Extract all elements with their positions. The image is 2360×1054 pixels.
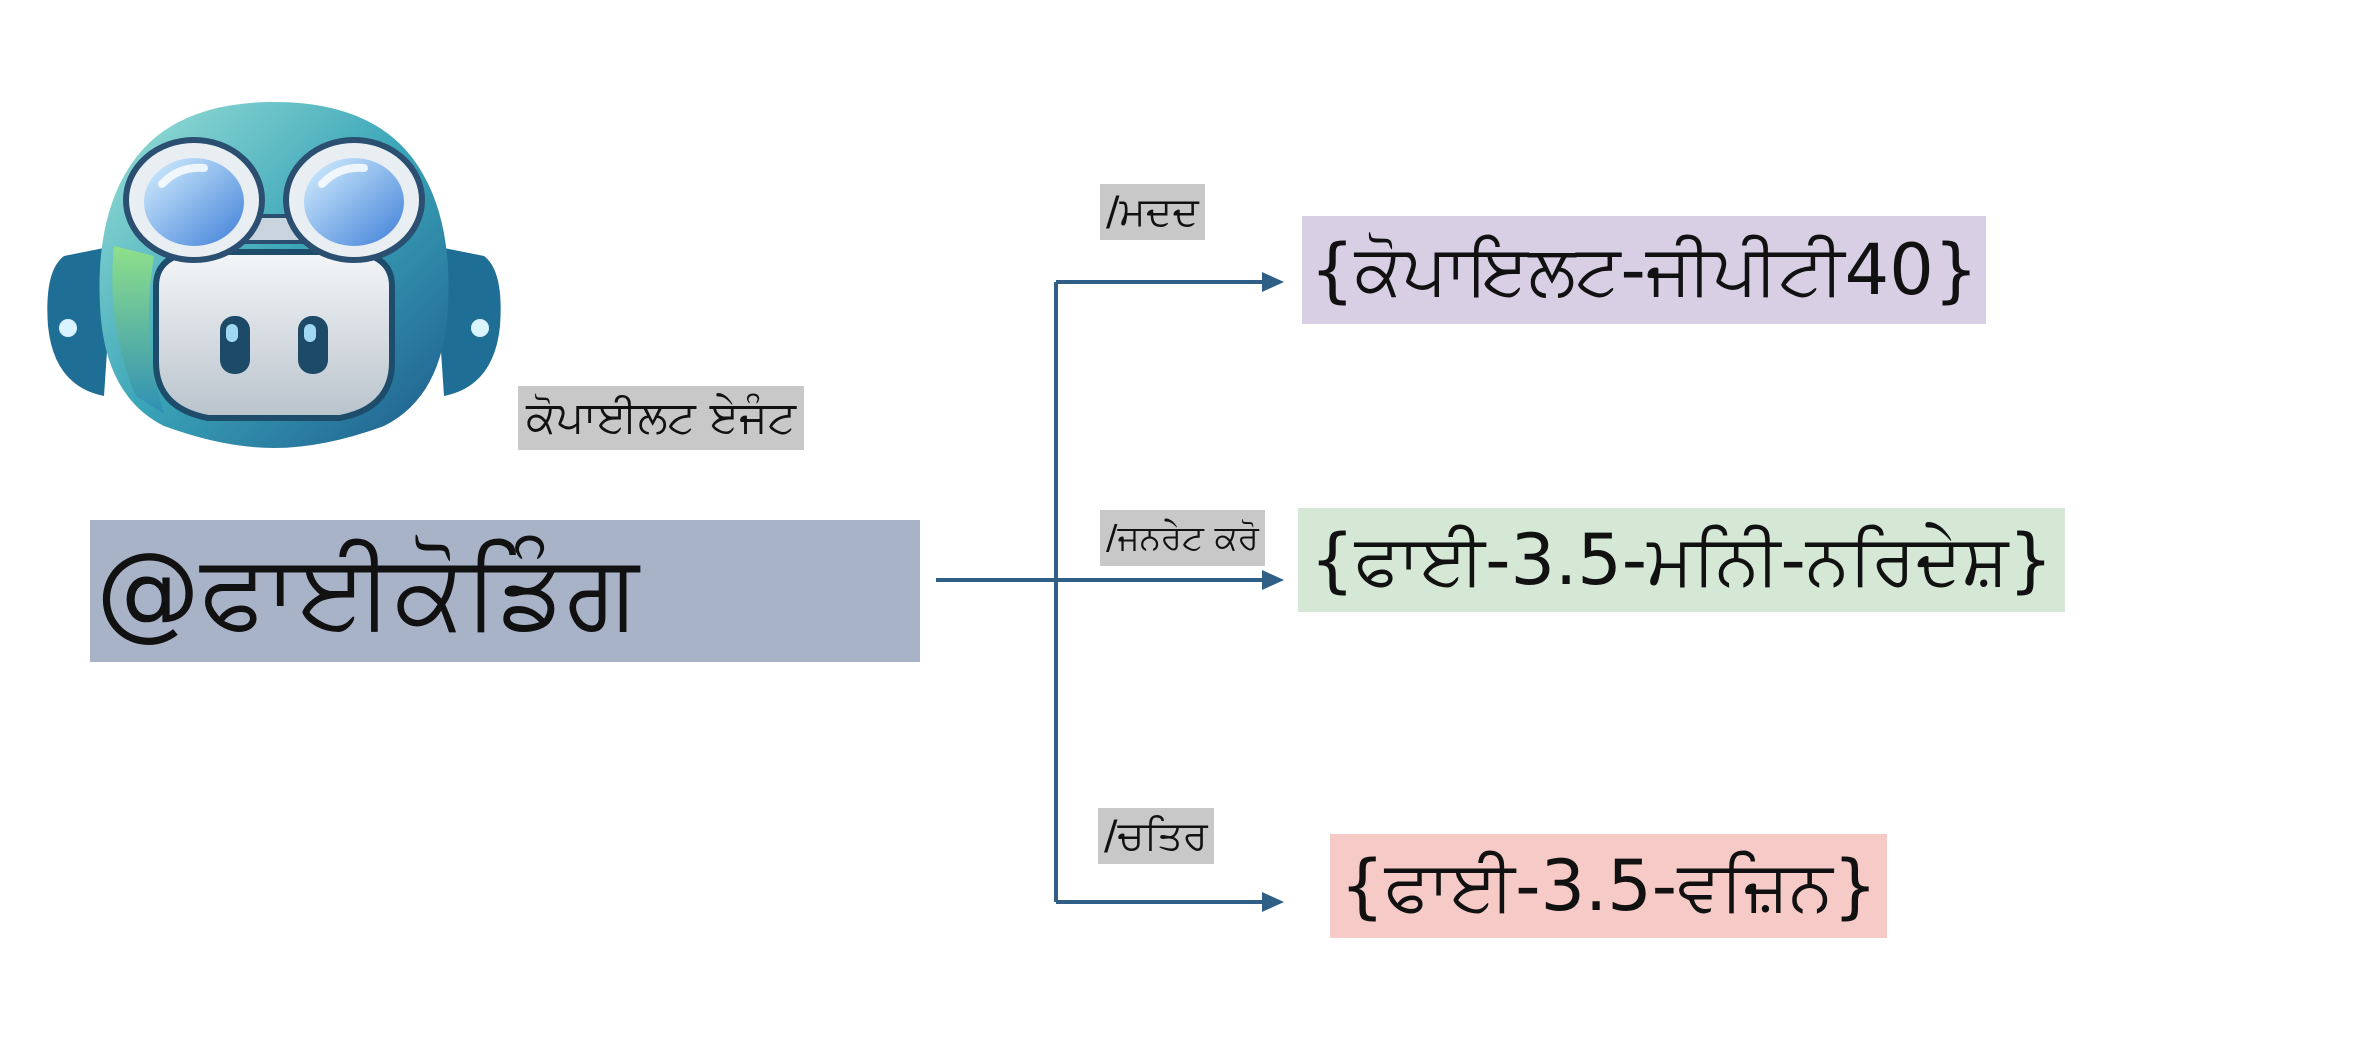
agent-handle: @ਫਾਈਕੋਡਿੰਗ bbox=[90, 520, 920, 662]
arrow-right-icon bbox=[1262, 570, 1284, 590]
arrow-right-icon bbox=[1262, 272, 1284, 292]
model-phi-vision: {ਫਾਈ-3.5-ਵਜ਼ਿਨ} bbox=[1330, 834, 1888, 938]
command-image: /ਚਤਿਰ bbox=[1098, 808, 1214, 864]
arrow-right-icon bbox=[1262, 892, 1284, 912]
command-help: /ਮਦਦ bbox=[1100, 184, 1205, 240]
copilot-mascot-icon bbox=[47, 102, 501, 448]
model-phi-mini-instruct: {ਫਾਈ-3.5-ਮਨਿੀ-ਨਰਿਦੇਸ਼} bbox=[1298, 508, 2065, 612]
agent-caption: ਕੋਪਾਈਲਟ ਏਜੰਟ bbox=[518, 386, 804, 450]
model-copilot-gpt: {ਕੋਪਾਇਲਟ-ਜੀਪੀਟੀ40} bbox=[1302, 216, 1987, 324]
command-generate: /ਜਨਰੇਟ ਕਰੋ bbox=[1100, 510, 1265, 566]
